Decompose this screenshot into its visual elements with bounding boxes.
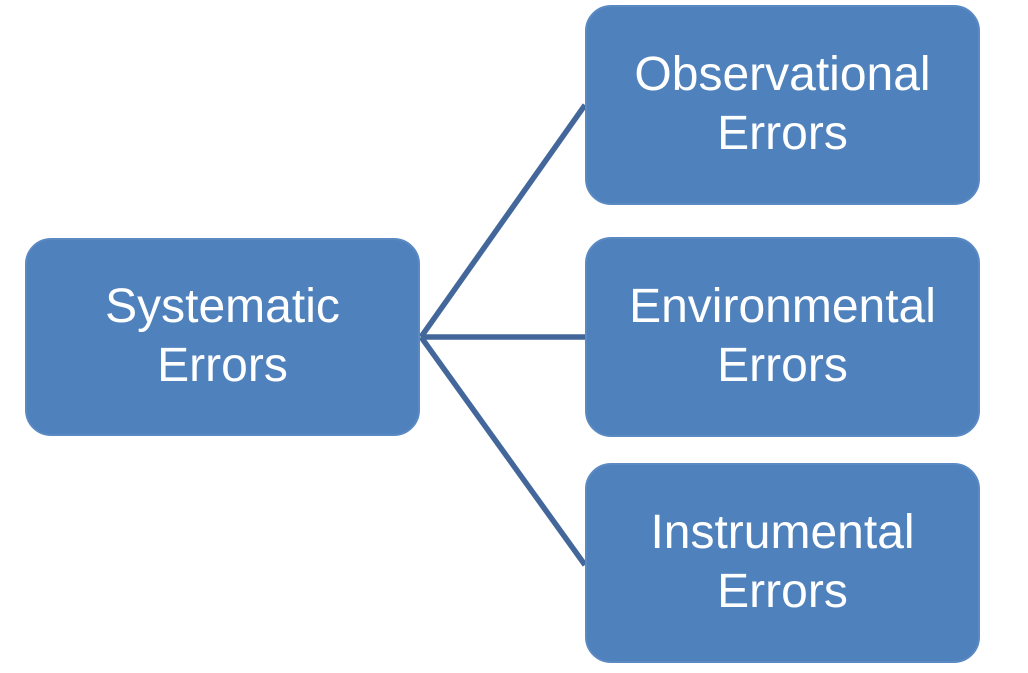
connector-root-to-instrumental: [418, 335, 588, 567]
node-label: Systematic Errors: [105, 280, 340, 392]
node-label: Observational Errors: [634, 48, 931, 160]
node-observational-errors: Observational Errors: [585, 5, 980, 205]
connector-root-to-observational: [418, 103, 588, 339]
node-label: Instrumental Errors: [650, 506, 915, 618]
node-systematic-errors: Systematic Errors: [25, 238, 420, 436]
node-environmental-errors: Environmental Errors: [585, 237, 980, 437]
node-instrumental-errors: Instrumental Errors: [585, 463, 980, 663]
node-label: Environmental Errors: [629, 280, 936, 392]
